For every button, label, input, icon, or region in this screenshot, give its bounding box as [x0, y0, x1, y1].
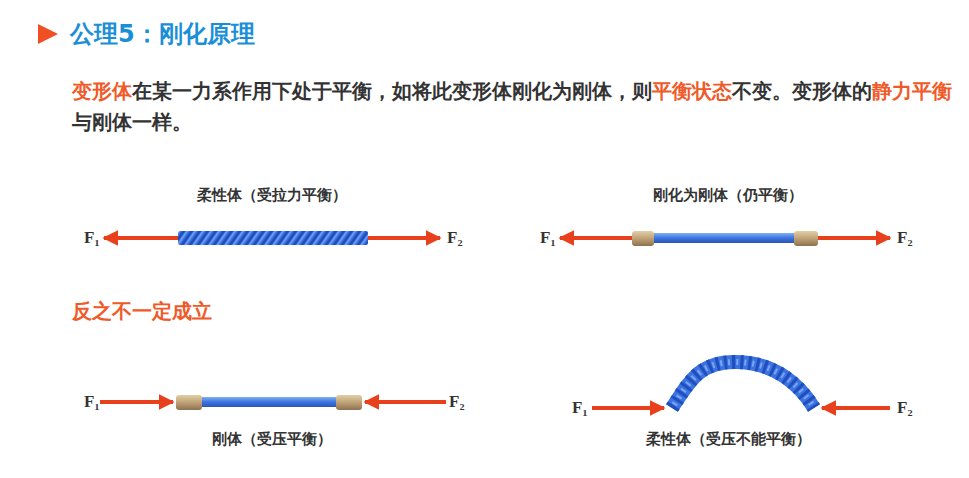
- axiom-statement: 变形体在某一力系作用下处于平衡，如将此变形体刚化为刚体，则平衡状态不变。变形体的…: [72, 76, 952, 138]
- statement-text: 在某一力系作用下处于平衡，如将此变形体刚化为刚体，则: [132, 79, 652, 103]
- figure-caption: 刚化为刚体（仍平衡）: [653, 186, 803, 205]
- force-label: F₁: [84, 392, 99, 412]
- slide-title: 公理5：刚化原理: [70, 18, 255, 50]
- rigid-rod-tension: [560, 231, 890, 246]
- force-label: F₂: [447, 228, 462, 248]
- force-label: F₂: [897, 398, 912, 418]
- rigid-rod-compression: [100, 395, 446, 410]
- statement-text: 不变。变形体的: [732, 79, 872, 103]
- statement-text: 与刚体一样。: [72, 110, 192, 134]
- key-term: 平衡状态: [652, 79, 732, 103]
- key-term: 变形体: [72, 79, 132, 103]
- figure-caption: 刚体（受压平衡）: [212, 430, 332, 449]
- force-label: F₁: [572, 398, 587, 418]
- note-heading: 反之不一定成立: [72, 298, 212, 325]
- key-term: 静力平衡: [872, 79, 952, 103]
- rope-tension: [104, 231, 440, 245]
- figure-caption: 柔性体（受压不能平衡）: [646, 430, 811, 449]
- force-label: F₁: [84, 228, 99, 248]
- title-marker: [38, 24, 58, 44]
- rope-buckled: [592, 362, 890, 408]
- force-label: F₂: [897, 228, 912, 248]
- force-label: F₁: [540, 228, 555, 248]
- force-label: F₂: [449, 392, 464, 412]
- figure-caption: 柔性体（受拉力平衡）: [197, 186, 347, 205]
